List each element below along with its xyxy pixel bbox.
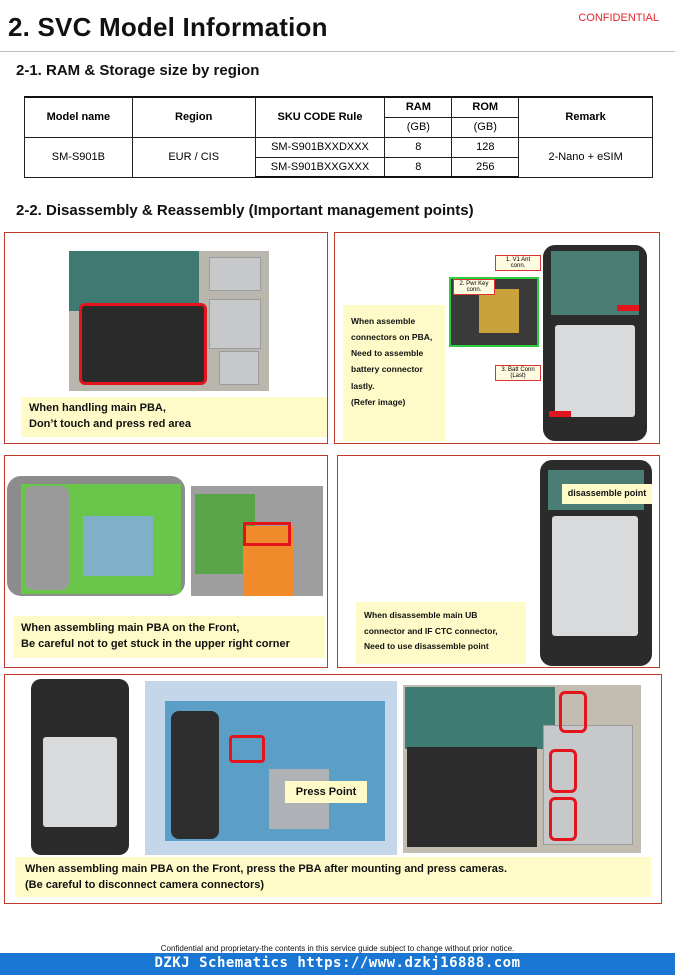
label-v1-ant-conn: 1. V1 Ant conn.: [495, 255, 541, 271]
section-heading-ram-storage: 2-1. RAM & Storage size by region: [16, 62, 260, 79]
section-heading-disassembly: 2-2. Disassembly & Reassembly (Important…: [16, 202, 474, 219]
camera-connector-highlight: [229, 735, 265, 763]
header-region: Region: [131, 96, 256, 138]
cell-rom: 128: [451, 136, 520, 158]
cell-rom: 256: [451, 156, 520, 178]
note-press-point: When assembling main PBA on the Front, p…: [15, 857, 651, 897]
panel-handling-pba: When handling main PBA, Don’t touch and …: [4, 232, 328, 444]
page-title: 2. SVC Model Information: [8, 12, 328, 42]
phone-battery-photo: [543, 245, 647, 441]
press-point-label: Press Point: [285, 781, 367, 803]
footer-watermark: DZKJ Schematics https://www.dzkj16888.co…: [154, 955, 521, 971]
header-ram-unit: (GB): [384, 116, 453, 138]
phone-back-photo: [31, 679, 129, 855]
pba-corner-zoom: [191, 486, 323, 596]
note-connector-order: When assemble connectors on PBA, Need to…: [343, 305, 445, 441]
red-area-highlight: [79, 303, 207, 385]
note-disassemble-point: When disassemble main UB connector and I…: [356, 602, 526, 664]
header-remark: Remark: [518, 96, 653, 138]
cell-ram: 8: [384, 136, 453, 158]
panel-disassemble-point: disassemble point When disassemble main …: [337, 455, 660, 668]
panel-connector-order: When assemble connectors on PBA, Need to…: [334, 232, 660, 444]
panel-press-point: Press Point When assembling main PBA on …: [4, 674, 662, 904]
cell-region: EUR / CIS: [131, 136, 256, 178]
footer-watermark-bar: [0, 953, 675, 975]
cell-model: SM-S901B: [24, 136, 133, 178]
cell-remark: 2-Nano + eSIM: [518, 136, 653, 178]
title-divider: [0, 51, 675, 52]
upper-right-corner-highlight: [243, 522, 291, 546]
pba-color-diagram: [7, 476, 185, 596]
disassemble-point-callout: disassemble point: [562, 484, 652, 504]
header-model-name: Model name: [24, 96, 133, 138]
header-sku-code: SKU CODE Rule: [254, 96, 386, 138]
cell-sku: SM-S901BXXDXXX: [254, 136, 386, 158]
note-front-assembly: When assembling main PBA on the Front, B…: [13, 616, 325, 658]
label-pwr-key-conn: 2. Pwr Key conn.: [453, 279, 495, 295]
shield-highlight-1: [559, 691, 587, 733]
header-rom: ROM: [451, 96, 520, 118]
header-ram: RAM: [384, 96, 453, 118]
table-row: SM-S901B EUR / CIS SM-S901BXXDXXX 8 128 …: [24, 136, 653, 178]
shield-highlight-3: [549, 797, 577, 841]
cell-ram: 8: [384, 156, 453, 178]
label-batt-conn: 3. Batt Conn (Last): [495, 365, 541, 381]
cell-sku: SM-S901BXXGXXX: [254, 156, 386, 178]
shield-highlight-2: [549, 749, 577, 793]
panel-front-assembly: When assembling main PBA on the Front, B…: [4, 455, 328, 668]
pba-photo: [69, 251, 269, 391]
confidential-label: CONFIDENTIAL: [578, 12, 659, 24]
ram-storage-table: Model name Region SKU CODE Rule RAM ROM …: [24, 96, 653, 178]
pba-shield-photo: [403, 685, 641, 853]
footer-disclaimer: Confidential and proprietary-the content…: [160, 944, 515, 953]
header-rom-unit: (GB): [451, 116, 520, 138]
table-row: SM-S901BXXGXXX 8 256: [25, 156, 653, 178]
note-handling-pba: When handling main PBA, Don’t touch and …: [21, 397, 327, 437]
pba-diagram-press-point: [145, 681, 397, 855]
